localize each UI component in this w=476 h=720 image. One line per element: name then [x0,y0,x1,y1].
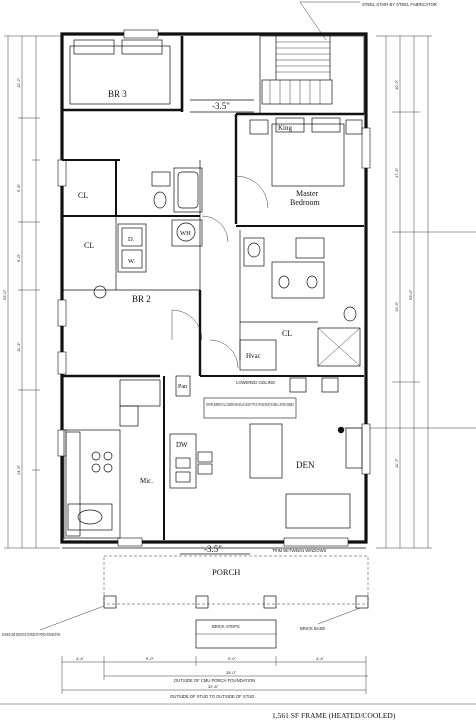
dim-right-total: 53'-0" [408,289,413,300]
den [200,375,364,529]
room-label-dryer: D. [128,236,135,243]
room-label-dw: DW [176,441,188,449]
fire-barrier-note: FOR FIRE BARRIER IN ALL COMMON AREA WALL… [206,402,294,407]
dim-right-a: 10'-2" [394,79,399,90]
room-label-pantry: Pan [178,384,187,390]
dim-bottom-b: 9'-0" [146,656,155,661]
water-heater-closet [171,215,229,247]
footer-caption: 1,561 SF FRAME (HEATED/COOLED) [272,711,396,720]
room-label-washer: W. [128,258,136,265]
room-label-master-2: Bedroom [290,198,321,207]
dim-left-total: 53'-0" [2,289,7,300]
master-bedroom [234,112,364,224]
stair-note: STEEL STAIR BY STEEL FABRICATOR [362,2,437,7]
kitchen [63,375,213,540]
room-label-br3: BR 3 [108,89,127,99]
dim-bottom-total: 32'-8" [208,684,219,689]
room-label-king: King [278,124,293,132]
porch [39,547,369,649]
dim-left-a: 12'-2" [16,77,21,88]
room-label-porch: PORCH [212,567,240,577]
step-marker-upper [190,99,254,113]
dim-right-b: 17'-6" [394,167,399,178]
right-dimension-lines [340,35,476,549]
left-dimension-lines [4,35,60,549]
room-label-cl-1: CL [78,191,88,200]
lowered-ceiling-note: LOWERED CEILING [236,380,275,385]
dim-right-d: 11'-7" [394,458,399,468]
dim-left-d: 11'-3" [16,342,21,352]
room-label-wh: WH [180,230,191,237]
brick-base-label: BRICK BASE [300,626,325,631]
room-label-mic: Mic. [140,477,153,485]
dashed-line-note: DASHED LINE INDICATES OUTSIDE OF PORCH F… [2,632,60,637]
dim-right-c: 13'-9" [394,301,399,312]
dim-bottom-porch: 28'-0" [226,670,237,675]
master-bath [236,225,364,367]
bottom-dimension-lines [61,656,368,694]
br3-room [62,36,184,112]
brick-steps-label: BRICK STEPS [212,624,240,629]
hvac-closet [209,339,277,371]
dim-bottom-c: 9'-0" [228,656,237,661]
exterior-walls [57,29,371,547]
dim-left-b: 5'-8" [16,183,21,192]
room-label-br2: BR 2 [132,294,151,304]
step-marker-lower [180,541,250,555]
room-label-hvac: Hvac [246,352,261,360]
laundry [117,223,147,273]
room-label-cl-3: CL [282,329,292,338]
dim-left-e: 14'-5" [16,464,21,475]
closet-2 [62,216,200,299]
step-marker-lower-text: -3.5" [204,544,222,554]
br2-room [62,290,203,378]
dim-bottom-d: 4'-4" [316,656,325,661]
window-note: TRIM BETWEEN WINDOWS [272,548,327,553]
outside-stud-note: OUTSIDE OF STUD TO OUTSIDE OF STUD [170,694,254,699]
room-label-master-1: Master [296,189,319,198]
step-marker-upper-text: -3.5" [212,101,230,111]
stair [259,1,365,115]
dim-bottom-a: 4'-4" [76,656,85,661]
room-label-cl-2: CL [84,241,94,250]
room-label-den: DEN [296,460,315,470]
ceiling-fan-marker [337,426,345,434]
outside-porch-note: OUTSIDE OF CMU PORCH FOUNDATION [174,678,255,683]
hall-bath [62,159,203,290]
dim-left-c: 6'-0" [16,253,21,262]
